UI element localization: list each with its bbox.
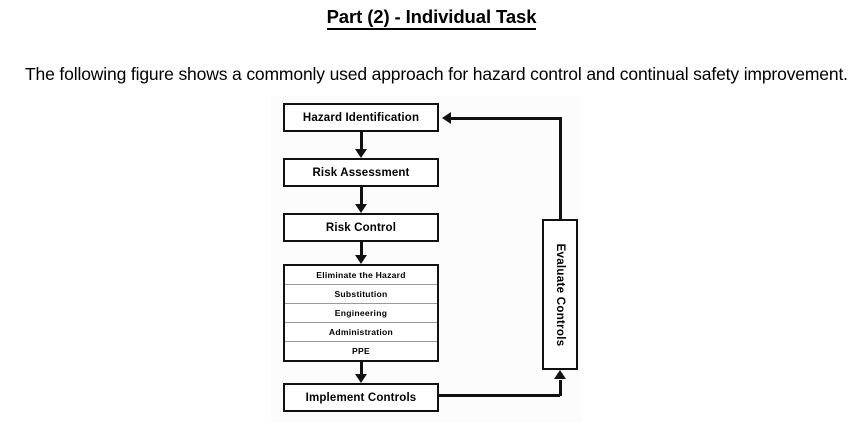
flow-box-label: Risk Control [325, 221, 397, 234]
flow-box-risk-control: Risk Control [283, 213, 439, 242]
hierarchy-row-ppe: PPE [352, 346, 370, 356]
arrow-down-icon [354, 374, 367, 383]
arrow-down-icon [354, 255, 367, 264]
flow-box-evaluate-controls: Evaluate Controls [542, 219, 578, 370]
connector-line-hazard-to-risk-assessment [359, 132, 363, 150]
flow-box-label: Hazard Identification [302, 111, 420, 124]
hierarchy-row-engineering: Engineering [285, 304, 437, 323]
feedback-line-evaluate-to-top [558, 117, 562, 221]
hierarchy-row-substitution: Substitution [285, 285, 437, 304]
connector-line-risk-control-to-hierarchy [359, 242, 363, 256]
controls-hierarchy-stack: Eliminate the Hazard Substitution Engine… [283, 264, 439, 362]
connector-line-risk-assessment-to-risk-control [359, 187, 363, 205]
feedback-line-top-to-hazard [451, 117, 561, 120]
arrow-down-icon [354, 204, 367, 213]
arrow-left-icon [442, 112, 451, 124]
page-title-text: Part (2) - Individual Task [326, 6, 537, 31]
feedback-line-vertical-to-evaluate [558, 380, 562, 396]
connector-line-hierarchy-to-implement [359, 362, 363, 375]
flow-box-label: Implement Controls [305, 391, 417, 404]
arrow-down-icon [354, 149, 367, 158]
hierarchy-row-eliminate: Eliminate the Hazard [285, 266, 437, 285]
flow-box-implement-controls: Implement Controls [283, 383, 439, 412]
page-title: Part (2) - Individual Task [0, 6, 863, 31]
flow-box-risk-assessment: Risk Assessment [283, 158, 439, 187]
flow-box-label: Risk Assessment [312, 166, 410, 179]
flow-box-label: Evaluate Controls [554, 243, 566, 346]
arrow-up-icon [553, 370, 566, 379]
feedback-line-implement-to-evaluate [437, 394, 560, 397]
hierarchy-row-administration: Administration [285, 323, 437, 342]
flow-box-hazard-identification: Hazard Identification [283, 103, 439, 132]
intro-paragraph: The following figure shows a commonly us… [25, 64, 848, 84]
hazard-control-flowchart: Hazard Identification Risk Assessment Ri… [271, 96, 582, 423]
